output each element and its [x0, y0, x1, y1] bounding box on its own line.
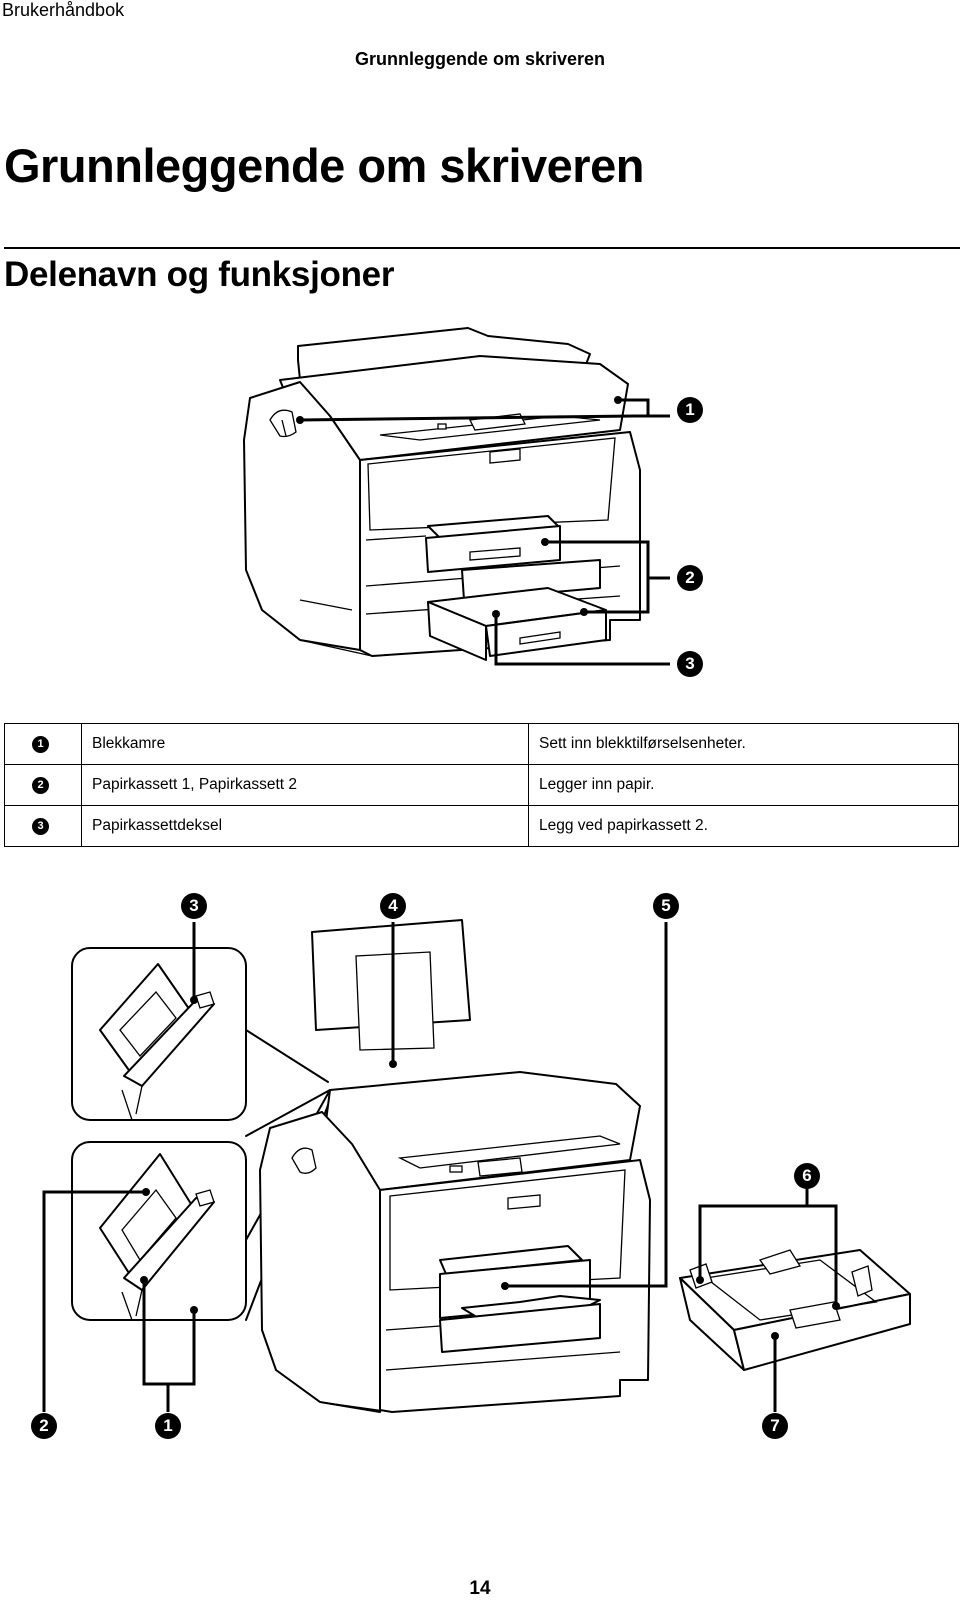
callout-leaders: [296, 396, 670, 666]
table-row: 2 Papirkassett 1, Papirkassett 2 Legger …: [4, 764, 959, 806]
row-number-badge: 1: [32, 736, 49, 753]
printer-figure-1: [243, 327, 670, 666]
callout-badge-1: 1: [155, 1413, 181, 1439]
section-title: Delenavn og funksjoner: [4, 255, 395, 294]
part-name: Blekkamre: [81, 723, 529, 765]
printer-illustration: [243, 327, 641, 661]
table-row: 3 Papirkassettdeksel Legg ved papirkasse…: [4, 805, 959, 847]
callout-badge-3: 3: [181, 893, 207, 919]
printer-figure-2: [42, 919, 911, 1413]
chapter-title: Grunnleggende om skriveren: [4, 139, 644, 192]
callout-badge-3: 3: [677, 651, 703, 677]
row-number-badge: 3: [32, 818, 49, 835]
callout-badge-2: 2: [677, 565, 703, 591]
callout-leaders: [42, 922, 840, 1412]
rear-paper-feed-detail: [71, 947, 331, 1321]
callout-badge-5: 5: [653, 893, 679, 919]
part-function: Legg ved papirkassett 2.: [528, 805, 959, 847]
running-head: Brukerhåndbok: [2, 0, 125, 20]
part-name: Papirkassett 1, Papirkassett 2: [81, 764, 529, 806]
row-number-badge: 2: [32, 777, 49, 794]
part-function: Sett inn blekktilførselsenheter.: [528, 723, 959, 765]
part-function: Legger inn papir.: [528, 764, 959, 806]
callout-badge-6: 6: [794, 1163, 820, 1189]
callout-badge-4: 4: [380, 893, 406, 919]
page-number: 14: [469, 1578, 491, 1599]
section-header: Grunnleggende om skriveren: [354, 49, 606, 69]
table-row: 1 Blekkamre Sett inn blekktilførselsenhe…: [4, 723, 959, 765]
title-rule: [4, 247, 960, 249]
parts-table: 1 Blekkamre Sett inn blekktilførselsenhe…: [4, 723, 959, 847]
printer-illustration: [259, 919, 651, 1413]
paper-cassette-illustration: [679, 1249, 911, 1371]
callout-badge-1: 1: [677, 397, 703, 423]
callout-badge-2: 2: [31, 1413, 57, 1439]
part-name: Papirkassettdeksel: [81, 805, 529, 847]
callout-badge-7: 7: [762, 1413, 788, 1439]
